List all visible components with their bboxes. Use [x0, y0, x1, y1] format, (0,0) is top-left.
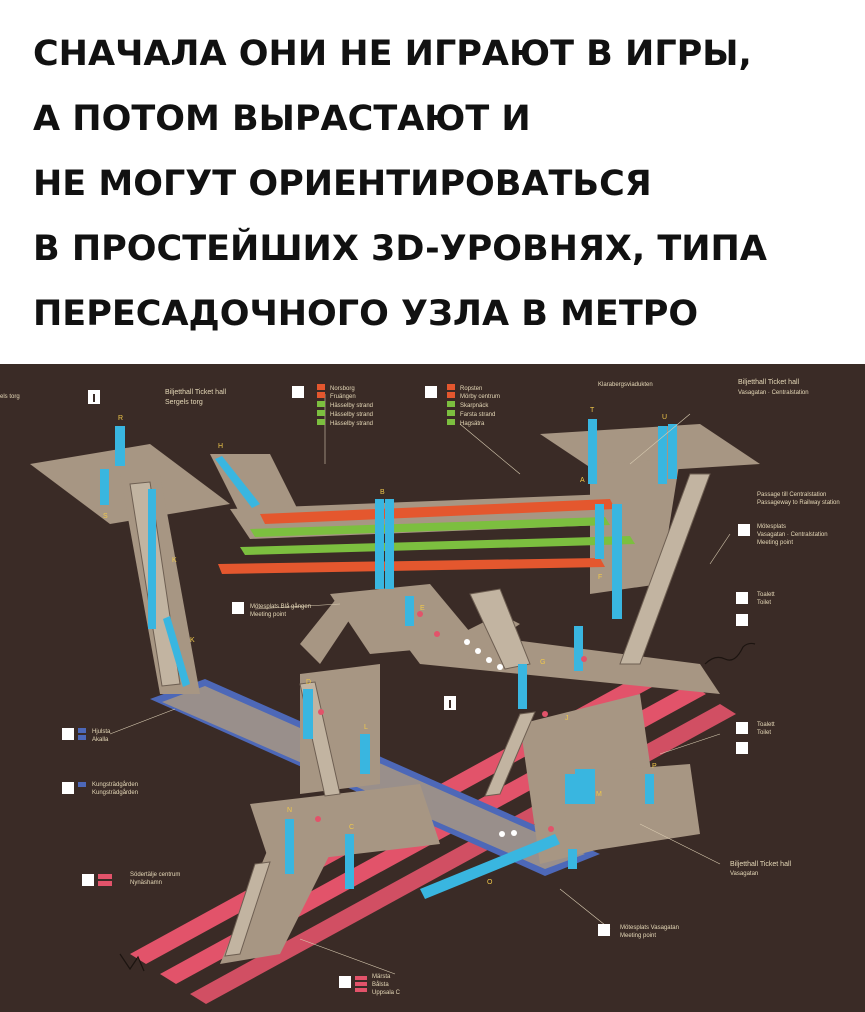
- caption-line-3: НЕ МОГУТ ОРИЕНТИРОВАТЬСЯ: [33, 164, 652, 204]
- letter-c: C: [349, 824, 354, 831]
- caption-line-1: СНАЧАЛА ОНИ НЕ ИГРАЮТ В ИГРЫ,: [33, 34, 752, 74]
- commuter-1: Södertälje centrum: [130, 872, 180, 878]
- meeting-right-1: Mötesplats: [757, 524, 786, 530]
- blue-line-2: Akalla: [92, 737, 109, 743]
- meme-caption: СНАЧАЛА ОНИ НЕ ИГРАЮТ В ИГРЫ, А ПОТОМ ВЫ…: [33, 22, 833, 347]
- pen-scribble: [119, 642, 756, 972]
- letter-k2: K: [190, 637, 195, 644]
- metro-station-map: els torg Biljetthall Ticket hall Sergels…: [0, 364, 865, 1012]
- letter-r: R: [118, 415, 123, 422]
- line-list-right-1: Ropsten: [460, 386, 482, 392]
- line-list-right-3: Skarpnäck: [460, 403, 489, 409]
- corner-label: Klarabergsviadukten: [598, 382, 653, 388]
- track-orange-bottom: [218, 558, 605, 574]
- line-list-right-5: Hagsätra: [460, 421, 485, 427]
- meeting-right-3: Meeting point: [757, 540, 793, 546]
- toilet-label-4: Toilet: [757, 730, 771, 736]
- line-list-green-5: Hässelby strand: [330, 421, 373, 427]
- letter-g: G: [540, 659, 545, 666]
- ticket-hall-top-2: Sergels torg: [165, 399, 203, 406]
- numbered-exit-dots: [464, 639, 517, 837]
- line-list-green-3: Hässelby strand: [330, 403, 373, 409]
- letter-a: A: [580, 477, 585, 484]
- letter-s: S: [103, 513, 108, 520]
- letter-h: H: [218, 443, 223, 450]
- info-icons: [88, 390, 456, 710]
- commuter-3: Märsta: [372, 974, 391, 980]
- symbol-icons: [62, 386, 750, 988]
- letter-u: U: [662, 414, 667, 421]
- commuter-2: Nynäshamn: [130, 880, 162, 886]
- letter-j: J: [565, 715, 569, 722]
- exit-letters: R S H K K B T U A E F G D L J M P N C O: [103, 407, 667, 886]
- line-list-green-4: Hässelby strand: [330, 412, 373, 418]
- commuter-5: Uppsala C: [372, 990, 401, 996]
- letter-m: M: [596, 791, 602, 798]
- commuter-4: Bålsta: [372, 981, 389, 988]
- toilet-label-2: Toilet: [757, 600, 771, 606]
- letter-e: E: [420, 605, 425, 612]
- line-list-green-2: Fruängen: [330, 394, 356, 400]
- passage-label-1: Passage till Centralstation: [757, 492, 826, 498]
- line-list-right-4: Farsta strand: [460, 412, 495, 418]
- letter-p: P: [652, 763, 657, 770]
- letter-b: B: [380, 489, 385, 496]
- letter-n: N: [287, 807, 292, 814]
- meeting-bottom-2: Meeting point: [620, 933, 656, 939]
- track-green-1: [250, 517, 610, 537]
- station-map-svg: els torg Biljetthall Ticket hall Sergels…: [0, 364, 865, 1012]
- letter-t: T: [590, 407, 595, 414]
- exit-markers: [315, 611, 587, 832]
- caption-line-2: А ПОТОМ ВЫРАСТАЮТ И: [33, 99, 531, 139]
- toilet-label-3: Toalett: [757, 722, 775, 728]
- meeting-right-2: Vasagatan · Centralstation: [757, 532, 828, 538]
- ticket-hall-right-2: Vasagatan · Centralstation: [738, 390, 809, 396]
- meeting-left-2: Meeting point: [250, 612, 286, 618]
- track-green-2: [240, 536, 635, 555]
- edge-label: els torg: [0, 394, 20, 400]
- letter-k1: K: [172, 557, 177, 564]
- letter-d: D: [306, 679, 311, 686]
- ticket-hall-bottom-2: Vasagatan: [730, 871, 758, 877]
- letter-l: L: [364, 724, 368, 731]
- letter-o: O: [487, 879, 493, 886]
- blue-line-1: Hjulsta: [92, 729, 111, 735]
- map-labels: els torg Biljetthall Ticket hall Sergels…: [0, 379, 840, 996]
- track-orange-top: [260, 499, 615, 524]
- meeting-left-1: Mötesplats Blå gången: [250, 603, 311, 610]
- elevators: [100, 419, 677, 899]
- blue-line-4: Kungsträdgården: [92, 789, 138, 796]
- line-badges: [78, 384, 455, 992]
- caption-line-4: В ПРОСТЕЙШИХ 3D-УРОВНЯХ, ТИПА: [33, 229, 767, 269]
- passage-label-2: Passageway to Railway station: [757, 500, 840, 506]
- caption-line-5: ПЕРЕСАДОЧНОГО УЗЛА В МЕТРО: [33, 294, 699, 334]
- toilet-label-1: Toalett: [757, 592, 775, 598]
- ticket-hall-top-1: Biljetthall Ticket hall: [165, 389, 227, 396]
- meeting-bottom-1: Mötesplats Vasagatan: [620, 925, 679, 931]
- line-list-right-2: Mörby centrum: [460, 394, 500, 400]
- line-list-green-1: Norsborg: [330, 386, 355, 392]
- blue-line-3: Kungsträdgården: [92, 781, 138, 788]
- ticket-hall-right-1: Biljetthall Ticket hall: [738, 379, 800, 386]
- letter-f: F: [598, 574, 602, 581]
- ticket-hall-bottom-1: Biljetthall Ticket hall: [730, 861, 792, 868]
